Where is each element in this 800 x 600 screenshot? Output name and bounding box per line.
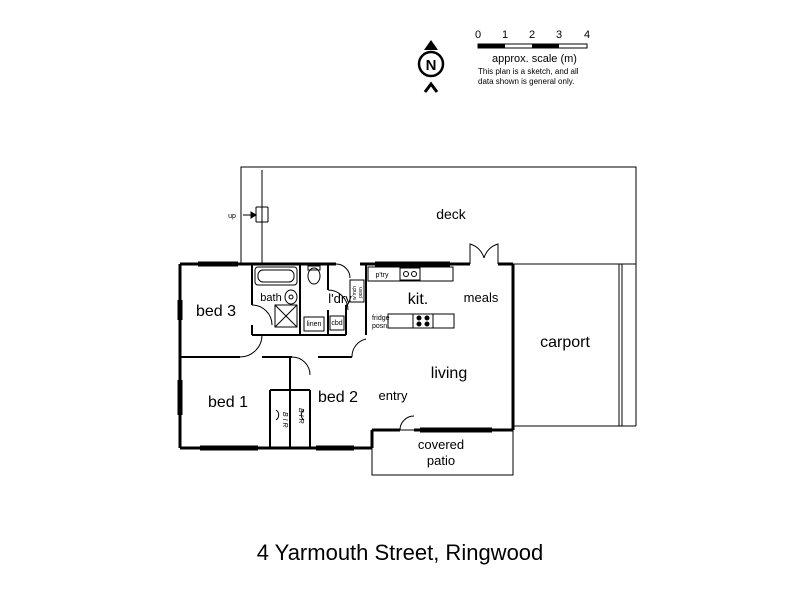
linen-label: linen <box>307 321 322 328</box>
room-bed2: bed 2 <box>318 389 358 406</box>
washer-label-line1: w'mch <box>352 286 358 300</box>
windows <box>177 261 492 451</box>
fridge-label-line1: fridge <box>372 315 390 322</box>
scale-bar: 0 1 2 3 4 approx. scale (m) This plan is… <box>475 29 590 86</box>
room-deck: deck <box>436 206 467 222</box>
north-arrow-icon: N <box>417 40 445 93</box>
property-address: 4 Yarmouth Street, Ringwood <box>256 540 544 565</box>
interior-walls <box>180 264 367 448</box>
toilet-icon <box>307 267 321 285</box>
room-carport: carport <box>540 334 590 351</box>
sink-icon <box>399 267 421 281</box>
shower-icon <box>274 304 298 328</box>
carport-outline <box>513 263 636 427</box>
room-entry: entry <box>379 388 408 403</box>
room-bed3: bed 3 <box>196 303 236 320</box>
compass-letter: N <box>426 57 437 74</box>
scale-note-line2: data shown is general only. <box>478 77 574 86</box>
scale-tick-2: 2 <box>529 29 535 41</box>
washer-label-line2: posn <box>358 287 364 298</box>
deck-outline <box>240 166 637 426</box>
fridge-label-line2: posn. <box>372 323 389 330</box>
bathtub-icon <box>254 266 298 286</box>
exterior-walls <box>178 262 515 450</box>
room-meals: meals <box>464 290 499 305</box>
scale-tick-3: 3 <box>556 29 562 41</box>
built-in-robe-label-left: B I R <box>281 412 288 428</box>
built-in-robe-label-right: B I R <box>297 408 304 424</box>
stair-up-label: up <box>228 213 236 220</box>
basin-icon <box>284 289 298 305</box>
room-kitchen: kit. <box>408 291 428 308</box>
bathroom-fixtures <box>254 265 345 332</box>
room-bed1: bed 1 <box>208 394 248 411</box>
cooktop-icon <box>412 313 434 329</box>
room-bath: bath <box>260 292 281 304</box>
room-living: living <box>431 365 467 382</box>
scale-tick-1: 1 <box>502 29 508 41</box>
kitchen-fixtures <box>349 266 455 329</box>
doors <box>239 243 499 431</box>
scale-caption: approx. scale (m) <box>492 53 577 65</box>
scale-tick-0: 0 <box>475 29 481 41</box>
room-covered-patio-line1: covered <box>418 437 464 452</box>
pantry-label: p'try <box>375 272 389 279</box>
cbd-label: cbd <box>331 320 342 327</box>
scale-note-line1: This plan is a sketch, and all <box>478 67 579 76</box>
room-covered-patio-line2: patio <box>427 453 455 468</box>
scale-tick-4: 4 <box>584 29 590 41</box>
room-laundry: l'dry <box>328 291 352 306</box>
